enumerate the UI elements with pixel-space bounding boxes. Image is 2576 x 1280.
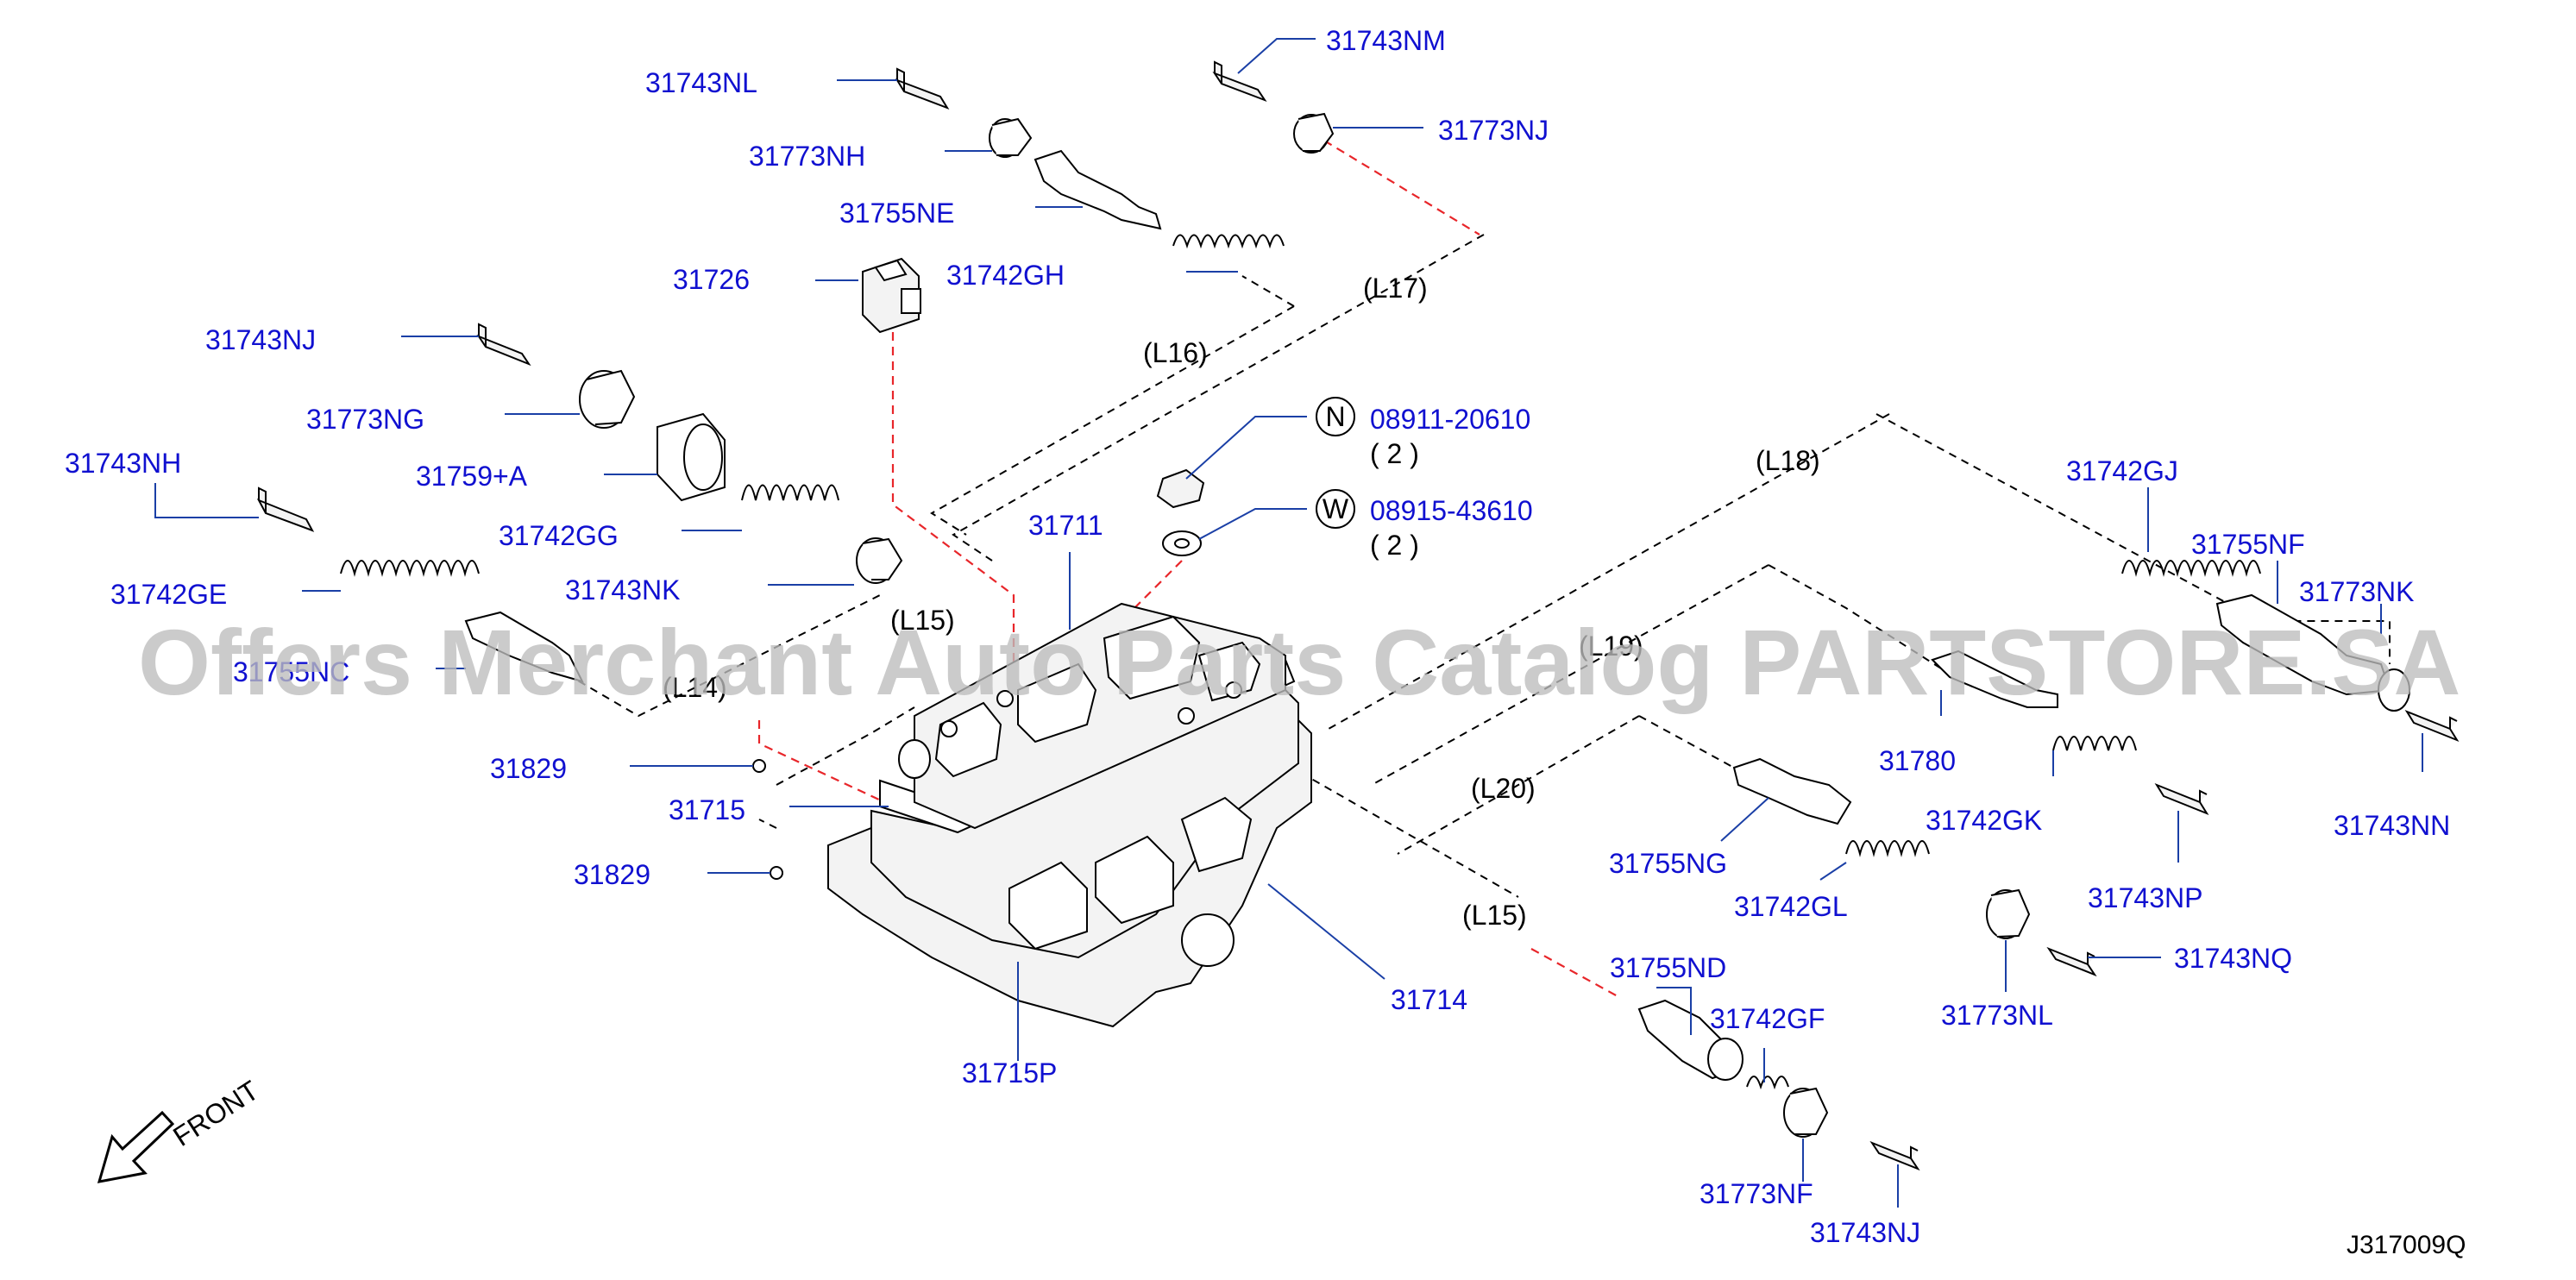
line-label: (L16) xyxy=(1143,337,1208,368)
part-label: 31773NK xyxy=(2299,576,2414,607)
fastener-callouts: N 08911-20610 ( 2 ) W 08915-43610 ( 2 ) xyxy=(1316,397,1533,561)
part-label: 31742GG xyxy=(499,520,619,551)
line-label: (L17) xyxy=(1363,273,1428,304)
front-indicator: FRONT xyxy=(97,1075,264,1183)
part-label: 31742GJ xyxy=(2066,455,2178,486)
part-label: 31742GF xyxy=(1710,1003,1825,1034)
line-label: (L18) xyxy=(1756,445,1820,476)
part-labels: 31743NL 31743NM 31773NH 31773NJ 31755NE … xyxy=(65,25,2450,1248)
part-label: 31773NJ xyxy=(1438,115,1549,146)
part-label: 31743NL xyxy=(645,67,757,98)
line-label: (L15) xyxy=(1462,900,1527,931)
line-label: (L20) xyxy=(1471,773,1536,804)
n-symbol-circle xyxy=(1316,397,1355,436)
part-label: 31742GK xyxy=(1926,805,2042,836)
part-label: 31711 xyxy=(1028,510,1103,541)
part-label: 31743NJ xyxy=(205,324,316,355)
part-label: 31715P xyxy=(962,1057,1057,1089)
part-label: 31755ND xyxy=(1610,952,1726,983)
fastener-qty: ( 2 ) xyxy=(1370,530,1419,561)
part-label: 31755NF xyxy=(2191,529,2305,560)
part-label: 31780 xyxy=(1879,745,1956,776)
valve-body-assembly xyxy=(827,602,1312,1028)
part-label: 31742GL xyxy=(1734,891,1848,922)
front-label: FRONT xyxy=(167,1075,264,1152)
front-arrow-icon xyxy=(97,1110,175,1183)
part-label: 31773NL xyxy=(1941,1000,2053,1031)
dashed-line-routes xyxy=(482,234,2391,898)
fastener-part-number: 08911-20610 xyxy=(1370,404,1530,435)
part-label: 31726 xyxy=(673,264,750,295)
fastener-part-number: 08915-43610 xyxy=(1370,495,1533,526)
w-symbol-circle xyxy=(1316,489,1355,529)
callout-leaders xyxy=(154,38,2423,1208)
part-label: 31743NM xyxy=(1326,25,1446,56)
part-label: 31715 xyxy=(669,794,745,825)
part-label: 31743NQ xyxy=(2174,943,2292,974)
line-label: (L14) xyxy=(663,672,727,703)
diagram-code: J317009Q xyxy=(2347,1231,2466,1259)
fastener-qty: ( 2 ) xyxy=(1370,438,1419,469)
part-drawings-right xyxy=(1637,560,2460,1171)
fastener-symbol: N xyxy=(1325,401,1345,432)
part-label: 31773NF xyxy=(1700,1178,1813,1209)
part-label: 31742GH xyxy=(946,260,1065,291)
part-label: 31759+A xyxy=(416,461,528,492)
part-label: 31743NH xyxy=(65,448,181,479)
part-label: 31755NC xyxy=(233,656,349,687)
part-label: 31773NG xyxy=(306,404,424,435)
part-label: 31714 xyxy=(1391,984,1467,1015)
part-label: 31743NJ xyxy=(1810,1217,1920,1248)
part-label: 31829 xyxy=(490,753,567,784)
part-label: 31755NE xyxy=(839,198,954,229)
part-label: 31743NP xyxy=(2088,882,2202,913)
part-label: 31742GE xyxy=(110,579,227,610)
part-label: 31829 xyxy=(574,859,650,890)
line-label: (L19) xyxy=(1579,631,1643,662)
part-label: 31773NH xyxy=(749,141,865,172)
fastener-symbol: W xyxy=(1323,493,1349,524)
line-label: (L15) xyxy=(890,605,955,636)
watermark-text: Offers Merchant Auto Parts Catalog PARTS… xyxy=(138,610,2460,714)
part-label: 31755NG xyxy=(1609,848,1727,879)
part-label: 31743NK xyxy=(565,574,680,605)
line-labels: (L17) (L16) (L18) (L15) (L19) (L14) (L20… xyxy=(663,273,1820,931)
part-drawings xyxy=(256,60,1335,880)
part-label: 31743NN xyxy=(2334,810,2450,841)
